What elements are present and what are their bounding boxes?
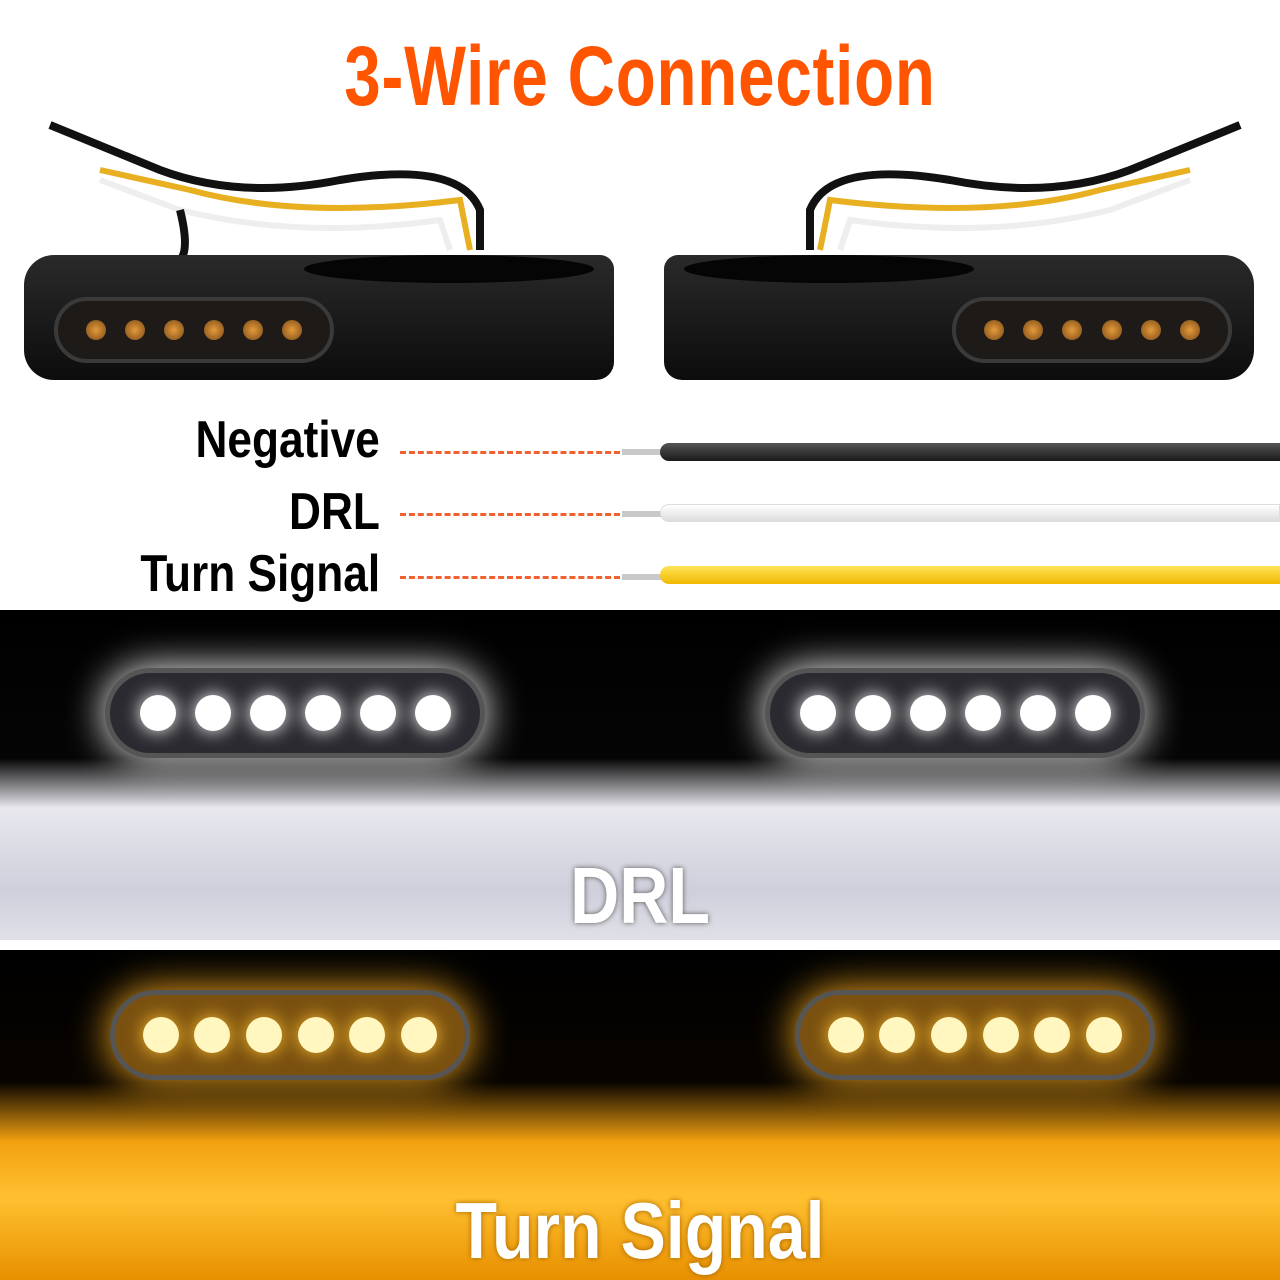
- wire-bundle-right: [806, 121, 1242, 251]
- drl-label: DRL: [570, 851, 710, 940]
- wire-tip: [622, 511, 662, 517]
- wire-label-negative: Negative: [195, 411, 380, 469]
- page-title: 3-Wire Connection: [344, 29, 936, 123]
- turn-signal-demo-panel: Turn Signal: [0, 950, 1280, 1280]
- wire-tip: [622, 449, 662, 455]
- dashed-leader: [400, 513, 620, 516]
- wire-bundle-left: [48, 121, 484, 263]
- wire-label-turn-signal: Turn Signal: [140, 545, 380, 603]
- drl-light-right: [765, 668, 1145, 758]
- turn-light-left: [110, 990, 470, 1080]
- dashed-leader: [400, 451, 620, 454]
- wire-negative: [660, 443, 1280, 461]
- turn-signal-label: Turn Signal: [455, 1186, 825, 1275]
- wire-turn-signal: [660, 566, 1280, 584]
- wire-drl: [660, 504, 1280, 522]
- dashed-leader: [400, 576, 620, 579]
- wire-tip: [622, 574, 662, 580]
- drl-light-left: [105, 668, 485, 758]
- wire-label-drl: DRL: [289, 483, 380, 541]
- turn-light-right: [795, 990, 1155, 1080]
- drl-demo-panel: DRL: [0, 610, 1280, 940]
